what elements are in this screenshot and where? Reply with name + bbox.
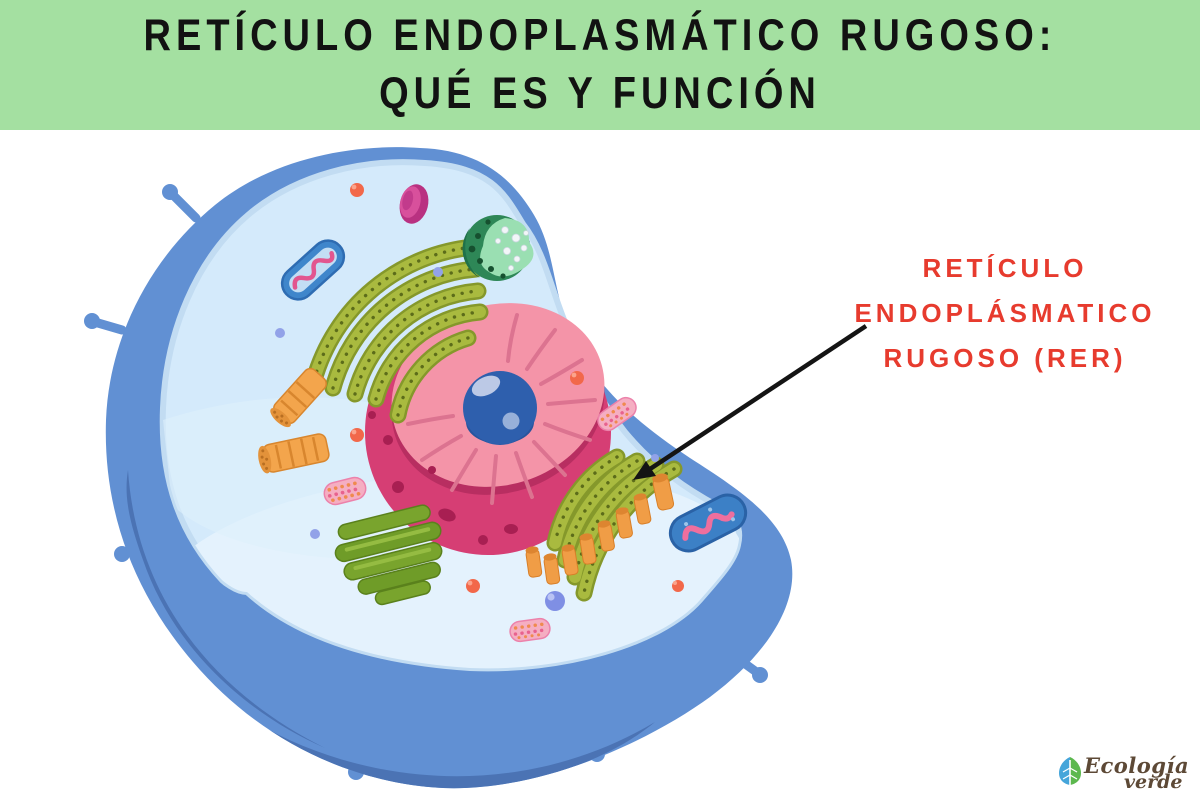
annotation-label-line2: ENDOPLÁSMATICO (854, 298, 1156, 328)
rough-endoplasmic-reticulum-left (305, 238, 489, 424)
annotation-arrow (633, 324, 868, 480)
annotation-label-line3: RUGOSO (RER) (883, 343, 1127, 373)
vacuole-dots (468, 219, 506, 279)
golgi-apparatus (334, 504, 443, 606)
brand-word-2: verde (1124, 771, 1183, 793)
leaf-icon (1059, 757, 1081, 789)
centrioles (258, 367, 330, 474)
chromatin (406, 313, 597, 505)
header-banner: RETÍCULO ENDOPLASMÁTICO RUGOSO: QUÉ ES Y… (0, 0, 1200, 130)
brand-word-1: Ecología (1084, 753, 1190, 778)
mitochondrion-right (668, 493, 748, 553)
vesicles (275, 183, 684, 611)
vacuole-granules (494, 226, 529, 271)
annotation-label-line1: RETÍCULO (922, 253, 1088, 283)
vacuole-green (462, 215, 534, 281)
page-title-line1: RETÍCULO ENDOPLASMÁTICO RUGOSO: (143, 11, 1057, 61)
nuclear-pores (368, 411, 518, 545)
ribosome-clusters (323, 396, 637, 643)
brand-logo: Ecología verde (1058, 750, 1190, 796)
page-title-line2: QUÉ ES Y FUNCIÓN (379, 69, 821, 119)
lysosome (399, 184, 429, 224)
mitochondrion-left (280, 239, 346, 301)
annotation-label: RETÍCULO ENDOPLÁSMATICO RUGOSO (RER) (830, 246, 1180, 381)
page-title: RETÍCULO ENDOPLASMÁTICO RUGOSO: QUÉ ES Y… (144, 7, 1057, 123)
er-vesicle-cylinders (525, 473, 675, 585)
nucleolus (463, 371, 537, 445)
